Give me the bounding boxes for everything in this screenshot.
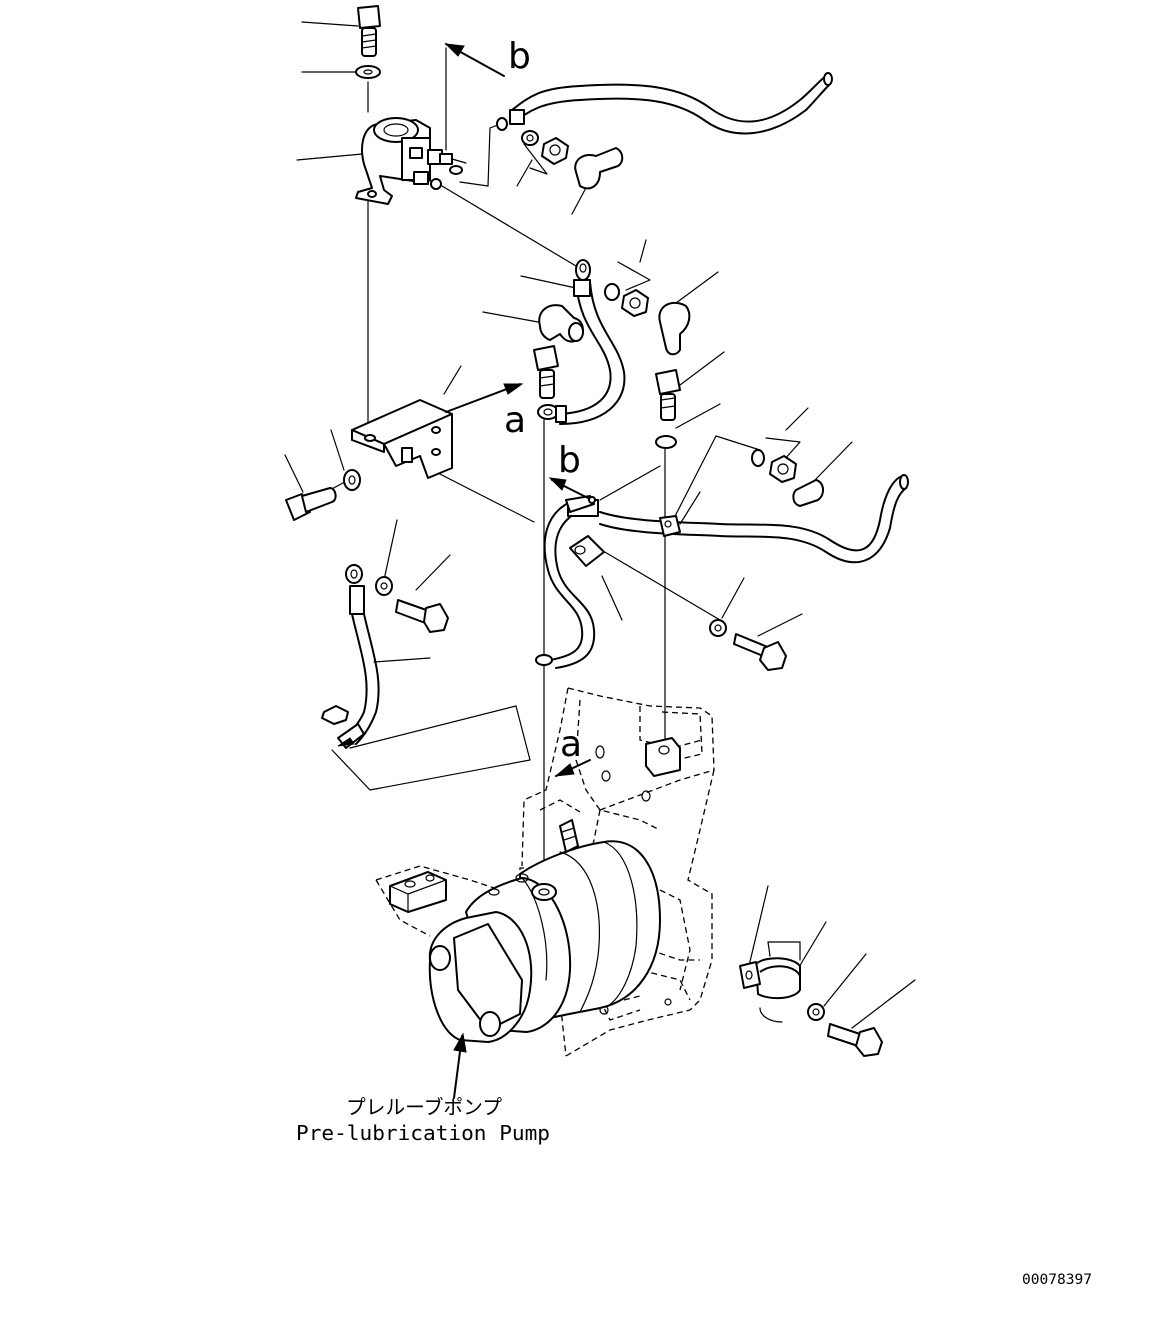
far-right-nut-set — [751, 449, 824, 507]
lower-harness — [535, 474, 909, 669]
solenoid-relay — [355, 117, 467, 205]
battery-cable-middle — [537, 259, 626, 425]
clamp-bolt — [709, 619, 787, 671]
ground-bolt — [375, 576, 449, 633]
view-label-b-middle: b — [558, 440, 581, 481]
top-harness — [496, 72, 833, 135]
view-label-a-bracket: a — [504, 400, 526, 441]
top-washer — [355, 65, 381, 79]
caption-english: Pre-lubrication Pump — [296, 1121, 550, 1145]
bracket-bolt-left — [285, 469, 361, 521]
pre-lubrication-pump — [428, 819, 661, 1043]
view-arrows — [444, 43, 591, 1099]
upper-nut-set — [521, 130, 624, 190]
figure-code: 00078397 — [1022, 1272, 1092, 1288]
middle-nut-set — [604, 283, 691, 356]
bracket-bolt-upper — [533, 345, 559, 399]
pump-frame — [375, 687, 715, 1057]
right-bolt-vertical — [655, 369, 681, 449]
assembly-lines — [329, 47, 666, 881]
view-label-a-frame: a — [560, 724, 582, 765]
elbow-boot — [538, 304, 584, 343]
ground-cable — [321, 564, 380, 749]
view-label-b-top: b — [508, 36, 531, 77]
hose-clamp-assembly — [739, 941, 883, 1057]
caption-japanese: プレルーブポンプ — [346, 1095, 502, 1119]
relay-assembly — [355, 5, 467, 205]
top-bolt — [357, 5, 381, 57]
leader-lines — [284, 21, 916, 1029]
mounting-bracket — [351, 399, 453, 479]
